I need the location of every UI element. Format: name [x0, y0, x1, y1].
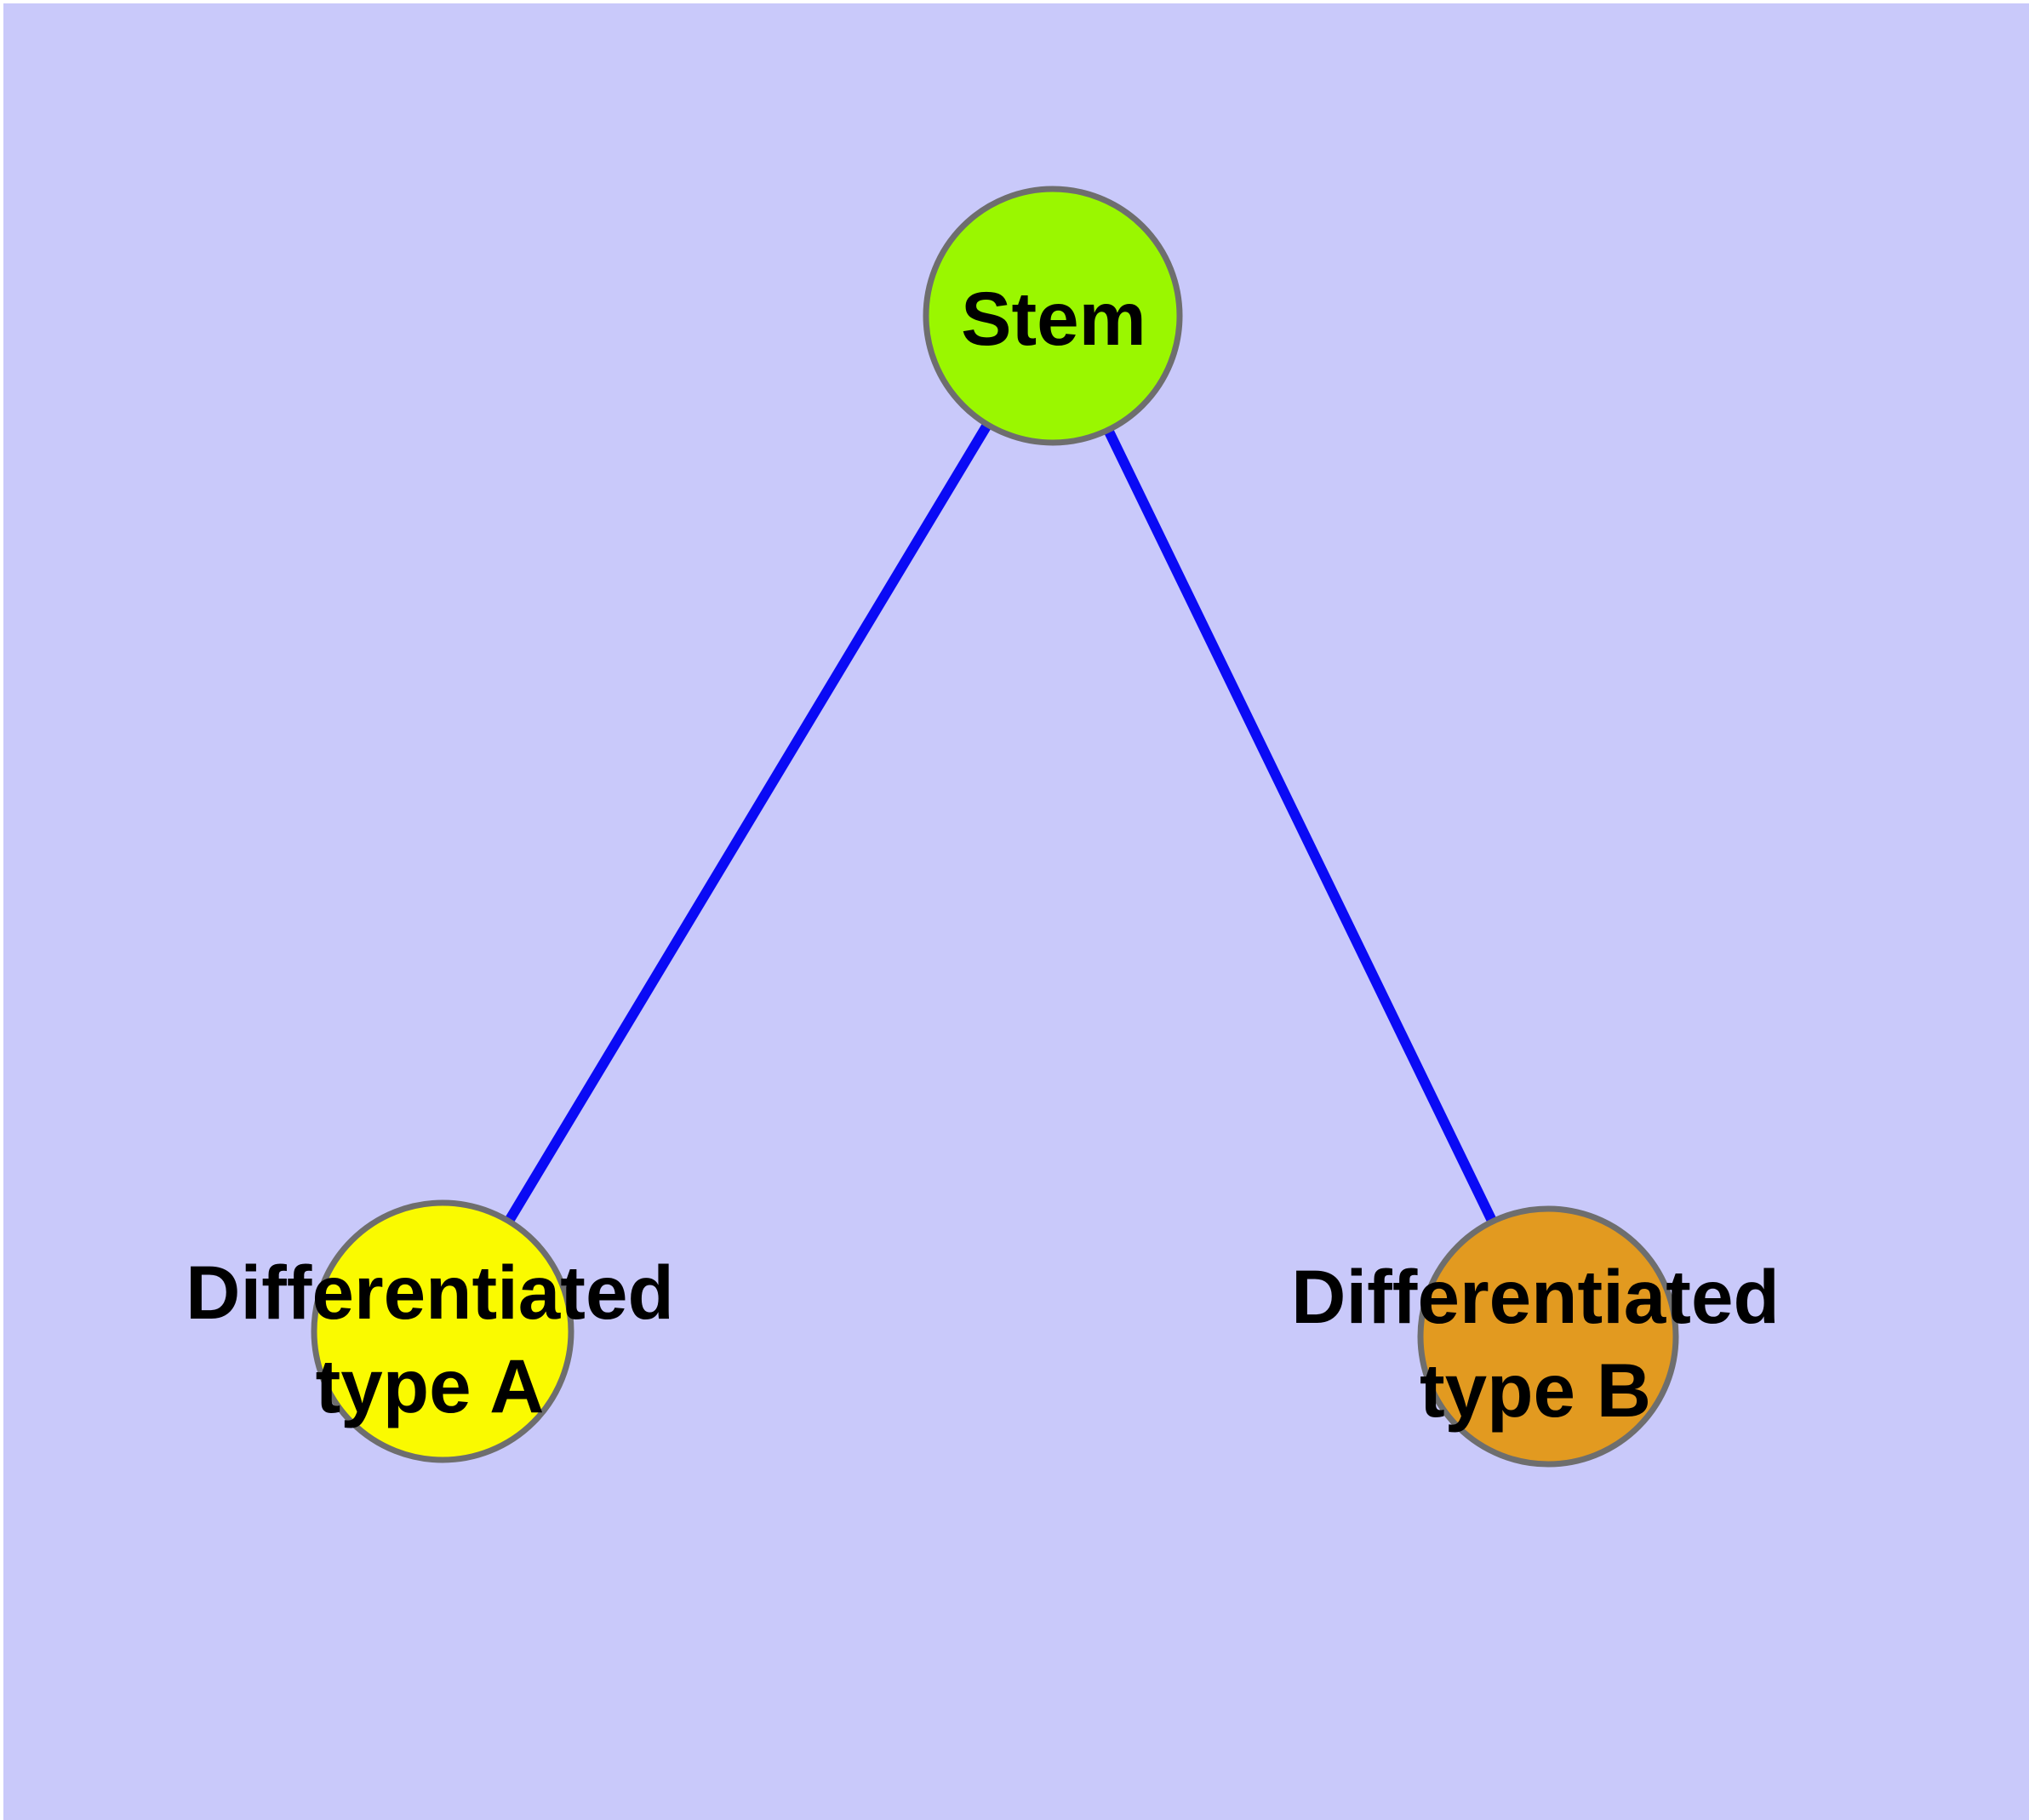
node-stem-circle	[923, 186, 1183, 446]
node-type-b-label-line2: type B	[1420, 1348, 1651, 1433]
node-type-b-label-line1: Differentiated	[1291, 1254, 1780, 1339]
node-type-a-label-line1: Differentiated	[186, 1250, 674, 1335]
edge-stem-to-type-a	[437, 312, 1058, 1335]
node-type-a-label-line2: type A	[316, 1343, 545, 1428]
node-type-b-circle	[1417, 1205, 1679, 1468]
node-stem-label: Stem	[961, 276, 1146, 361]
edge-stem-to-type-b	[1048, 313, 1553, 1339]
node-type-a-circle	[311, 1199, 574, 1463]
